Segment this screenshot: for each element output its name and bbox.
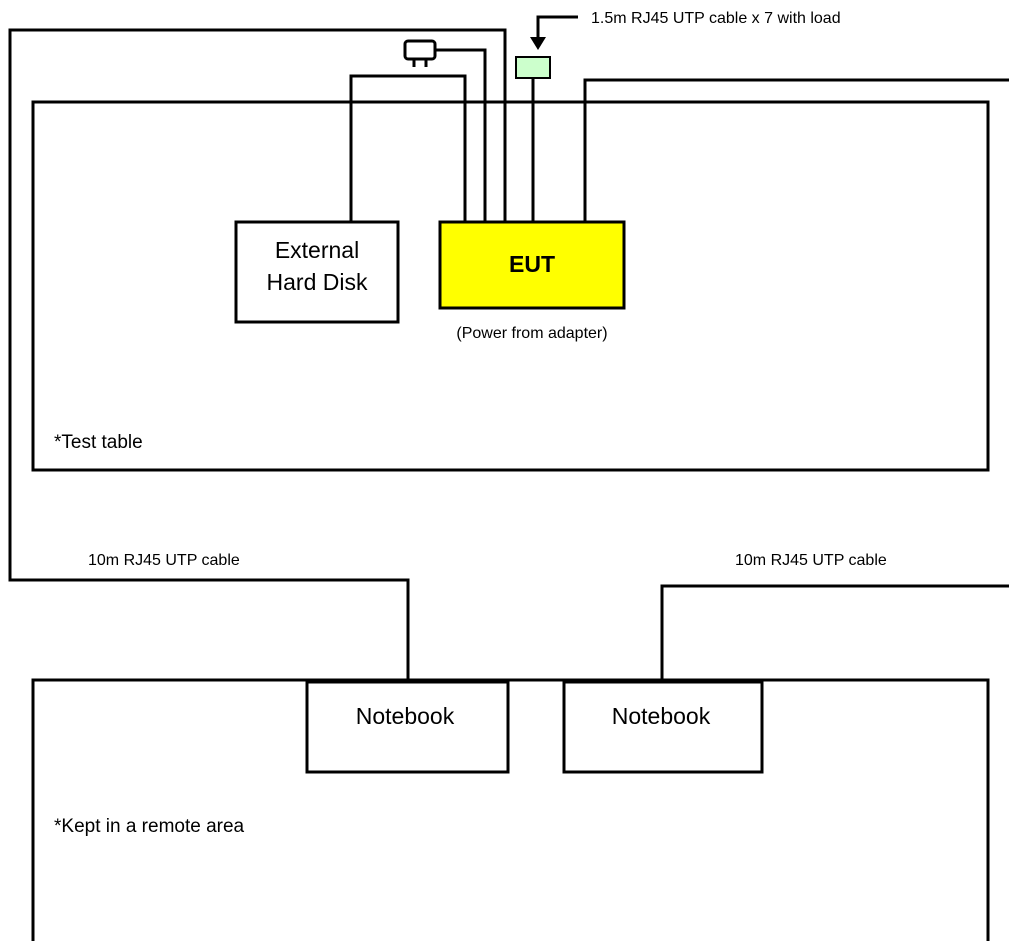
cable-left-label: 10m RJ45 UTP cable	[88, 552, 240, 569]
external-hdd-label-line1: External	[275, 237, 359, 263]
cable-eut-to-left-notebook	[8, 28, 507, 682]
notebook-right-label: Notebook	[612, 703, 711, 729]
remote-area-frame	[31, 678, 990, 941]
notebook-right-box	[562, 680, 764, 774]
notebook-left-label: Notebook	[356, 703, 455, 729]
cable-eut-to-right-notebook	[583, 78, 1009, 222]
notebook-left-box	[305, 680, 510, 774]
cable-right-return	[660, 584, 1009, 682]
eut-power-note: (Power from adapter)	[456, 325, 607, 342]
cable-right-label: 10m RJ45 UTP cable	[735, 552, 887, 569]
power-plug-icon	[403, 39, 437, 67]
external-hard-disk-box	[234, 220, 400, 324]
load-pointer-line	[536, 15, 578, 38]
load-cable-label: 1.5m RJ45 UTP cable x 7 with load	[591, 10, 841, 27]
eut-label: EUT	[509, 251, 555, 277]
external-hdd-label-line2: Hard Disk	[267, 269, 368, 295]
load-pointer-arrowhead	[530, 37, 546, 50]
cable-eut-to-hdd	[349, 74, 467, 222]
eut-box	[438, 220, 626, 310]
remote-area-label: *Kept in a remote area	[54, 816, 245, 837]
power-adapter-cable	[436, 48, 487, 222]
rj45-load-box	[515, 56, 551, 79]
test-table-label: *Test table	[54, 432, 143, 453]
